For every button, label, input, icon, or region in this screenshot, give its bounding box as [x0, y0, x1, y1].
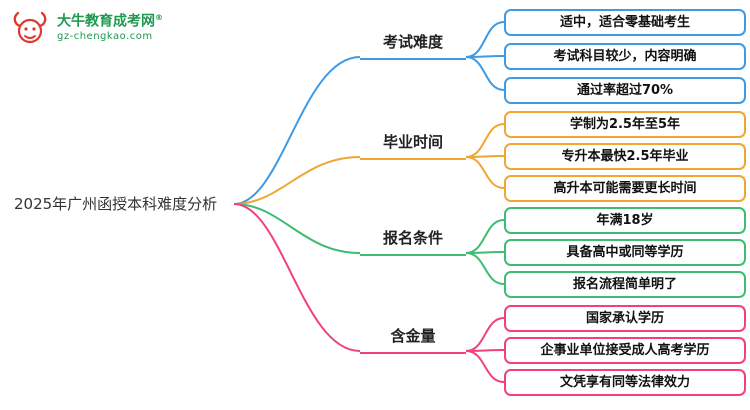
- branch-graduation-time: 毕业时间: [360, 131, 466, 160]
- connector-branch-leaf: [465, 55, 505, 58]
- leaf-node: 年满18岁: [504, 207, 746, 234]
- leaf-node: 高升本可能需要更长时间: [504, 175, 746, 202]
- connector-branch-leaf: [465, 317, 505, 352]
- logo-title: 大牛教育成考网®: [57, 12, 163, 30]
- leaf-node: 专升本最快2.5年毕业: [504, 143, 746, 170]
- site-logo[interactable]: 大牛教育成考网® gz-chengkao.com: [10, 8, 163, 48]
- connector-branch-leaf: [465, 21, 505, 58]
- leaf-node: 国家承认学历: [504, 305, 746, 332]
- connector-branch-leaf: [465, 156, 505, 189]
- connector-branch-leaf: [465, 350, 505, 383]
- branch-exam-difficulty: 考试难度: [360, 31, 466, 60]
- connector-branch-leaf: [465, 252, 505, 285]
- connector-branch-leaf: [465, 155, 505, 158]
- leaf-node: 学制为2.5年至5年: [504, 111, 746, 138]
- connector-root-branch: [233, 203, 361, 352]
- connector-root-branch: [233, 56, 361, 205]
- connector-branch-leaf: [465, 56, 505, 91]
- leaf-node: 考试科目较少，内容明确: [504, 43, 746, 70]
- root-node: 2025年广州函授本科难度分析: [14, 195, 218, 213]
- bull-logo-icon: [13, 11, 47, 44]
- branch-registration-reqs: 报名条件: [360, 227, 466, 256]
- logo-domain: gz-chengkao.com: [57, 30, 153, 42]
- logo-text: 大牛教育成考网® gz-chengkao.com: [57, 13, 163, 44]
- connector-branch-leaf: [465, 123, 505, 158]
- connector-branch-leaf: [465, 219, 505, 254]
- leaf-node: 适中，适合零基础考生: [504, 9, 746, 36]
- connector-branch-leaf: [465, 349, 505, 352]
- registered-mark: ®: [155, 12, 163, 22]
- connector-root-branch: [233, 156, 361, 205]
- leaf-node: 企事业单位接受成人高考学历: [504, 337, 746, 364]
- leaf-node: 报名流程简单明了: [504, 271, 746, 298]
- connector-branch-leaf: [465, 251, 505, 254]
- leaf-node: 具备高中或同等学历: [504, 239, 746, 266]
- leaf-node: 通过率超过70%: [504, 77, 746, 104]
- branch-credential-value: 含金量: [360, 325, 466, 354]
- leaf-node: 文凭享有同等法律效力: [504, 369, 746, 396]
- connector-root-branch: [233, 203, 361, 254]
